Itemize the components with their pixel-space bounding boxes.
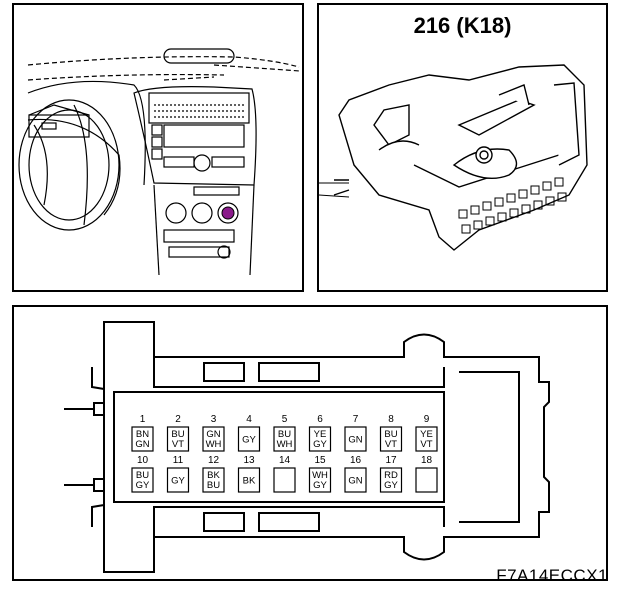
pin-wire-color: WH bbox=[312, 470, 328, 481]
pin-number: 11 bbox=[173, 455, 184, 466]
dashboard-location-panel bbox=[12, 3, 304, 292]
pin-cavity bbox=[166, 467, 190, 493]
pin-wire-color: GN bbox=[135, 439, 149, 450]
pin-wire-color: WH bbox=[277, 439, 293, 450]
pin-wire-color: BU bbox=[207, 480, 220, 491]
pin-number: 15 bbox=[314, 455, 326, 466]
pin-cavity bbox=[379, 467, 403, 493]
pin-cavity bbox=[273, 467, 296, 493]
pin-number: 18 bbox=[421, 455, 433, 466]
pin-number: 7 bbox=[353, 414, 359, 425]
pin-wire-color: RD bbox=[384, 470, 398, 481]
pin-wire-color: YE bbox=[420, 429, 433, 440]
pin-number: 6 bbox=[317, 414, 323, 425]
pin-number: 2 bbox=[175, 414, 181, 425]
pin-wire-color: GN bbox=[206, 429, 220, 440]
pin-number: 14 bbox=[279, 455, 291, 466]
pin-cavity bbox=[308, 467, 332, 493]
pin-number: 13 bbox=[243, 455, 255, 466]
pin-cavity bbox=[131, 426, 154, 452]
pin-wire-color: YE bbox=[314, 429, 327, 440]
pin-cavity bbox=[344, 426, 367, 452]
pin-cavity bbox=[415, 467, 438, 493]
pin-wire-color: GN bbox=[348, 435, 362, 446]
pin-cavity bbox=[273, 426, 296, 452]
figure-code: F7A14ECCX1 bbox=[496, 566, 608, 585]
pin-number: 16 bbox=[350, 455, 362, 466]
pin-wire-color: BK bbox=[207, 470, 220, 481]
pin-cavity bbox=[308, 426, 332, 452]
connector-location-marker bbox=[221, 206, 235, 220]
pin-wire-color: GY bbox=[171, 476, 185, 487]
pin-cavity bbox=[131, 467, 154, 493]
connector-illustration bbox=[319, 64, 588, 251]
pin-wire-color: GN bbox=[348, 476, 362, 487]
pin-cavity bbox=[237, 426, 261, 452]
pin-number: 12 bbox=[208, 455, 220, 466]
pin-number: 9 bbox=[424, 414, 430, 425]
pin-wire-color: GY bbox=[313, 480, 327, 491]
pin-cavity bbox=[237, 467, 261, 493]
pin-wire-color: VT bbox=[172, 439, 184, 450]
pin-wire-color: BN bbox=[136, 429, 149, 440]
pin-cavity bbox=[166, 426, 190, 452]
pin-number: 1 bbox=[140, 414, 146, 425]
pin-cavity bbox=[202, 426, 225, 452]
pin-wire-color: BK bbox=[243, 476, 256, 487]
pin-wire-color: GY bbox=[384, 480, 398, 491]
pin-number: 4 bbox=[246, 414, 252, 425]
pin-wire-color: GY bbox=[136, 480, 150, 491]
pin-number: 10 bbox=[137, 455, 149, 466]
dashboard-illustration bbox=[18, 48, 301, 276]
pin-wire-color: VT bbox=[385, 439, 397, 450]
connector-view-panel: 216 (K18) bbox=[317, 3, 608, 292]
pin-wire-color: BU bbox=[136, 470, 149, 481]
pin-cavity bbox=[379, 426, 403, 452]
pin-number: 8 bbox=[388, 414, 394, 425]
pin-wire-color: BU bbox=[278, 429, 291, 440]
pin-wire-color: BU bbox=[171, 429, 184, 440]
pinout-diagram: 1BNGN2BUVT3GNWH4GY5BUWH6YEGY7GN8BUVT9YEV… bbox=[64, 321, 550, 573]
connector-title: 216 (K18) bbox=[413, 13, 512, 38]
pin-wire-color: GY bbox=[313, 439, 327, 450]
pin-cavity bbox=[202, 467, 225, 493]
pin-wire-color: WH bbox=[206, 439, 222, 450]
pin-cavity bbox=[415, 426, 438, 452]
pin-wire-color: VT bbox=[420, 439, 432, 450]
pin-wire-color: GY bbox=[242, 435, 256, 446]
pin-cavity bbox=[344, 467, 367, 493]
pin-number: 5 bbox=[282, 414, 288, 425]
pin-number: 3 bbox=[211, 414, 217, 425]
pin-wire-color: BU bbox=[384, 429, 397, 440]
pin-number: 17 bbox=[385, 455, 397, 466]
